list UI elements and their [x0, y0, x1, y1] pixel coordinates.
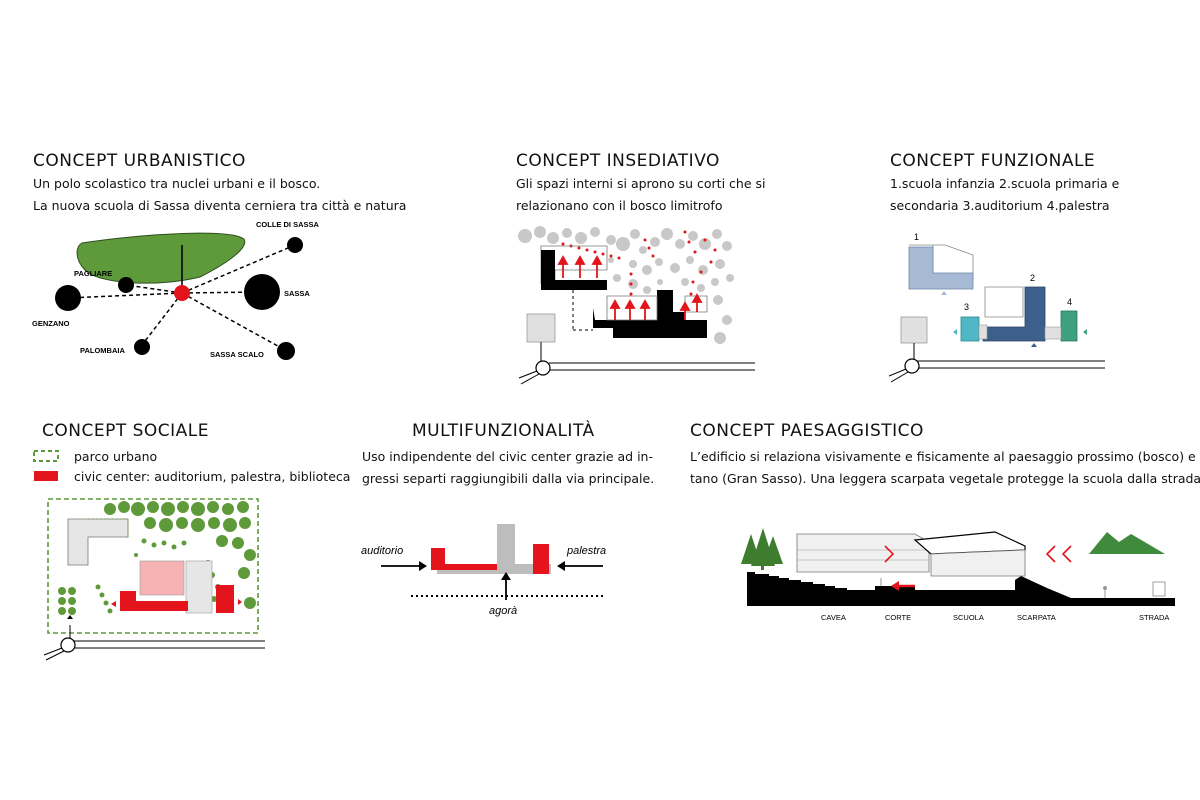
label-palestra: palestra	[566, 545, 606, 557]
parco-urbano-swatch	[33, 450, 59, 462]
car-icon	[1152, 581, 1166, 597]
arrow-left-icon	[557, 561, 565, 571]
red-dots	[561, 230, 717, 296]
genzano-node	[55, 285, 81, 311]
paesaggistico-desc-1: L’edificio si relaziona visivamente e fi…	[690, 449, 1200, 464]
ground-section	[747, 572, 1175, 606]
label-cavea: CAVEA	[821, 613, 846, 622]
paesaggistico-title: CONCEPT PAESAGGISTICO	[690, 421, 924, 441]
forest-trees	[518, 226, 734, 344]
building-north	[541, 250, 607, 290]
label-palombaia: PALOMBAIA	[80, 346, 125, 355]
label-sassa-scalo: SASSA SCALO	[210, 350, 264, 359]
agora-area	[139, 560, 185, 596]
school-node	[174, 285, 190, 301]
arrow-right-icon	[419, 561, 427, 571]
sociale-legend-swatches	[33, 450, 59, 481]
label-genzano: GENZANO	[32, 319, 70, 328]
label-strada: STRADA	[1139, 613, 1169, 622]
number-1: 1	[914, 232, 919, 242]
urbanistico-desc-2: La nuova scuola di Sassa diventa cernier…	[33, 198, 407, 213]
courtyard-arrows	[557, 255, 703, 320]
block-scuola-infanzia	[908, 246, 974, 290]
roundabout-icon	[904, 358, 920, 374]
sassa-node	[244, 274, 280, 310]
arrow-up-icon	[501, 572, 511, 580]
chevron-icon	[884, 545, 895, 563]
paesaggistico-section: CAVEA CORTE SCUOLA SCARPATA STRADA	[741, 528, 1175, 622]
sociale-legend-civic: civic center: auditorium, palestra, bibl…	[74, 469, 351, 484]
label-pagliare: PAGLIARE	[74, 269, 112, 278]
gray-block	[526, 313, 556, 343]
arrow-left-icon	[891, 581, 899, 591]
chevron-left-icon	[1045, 545, 1056, 563]
label-scarpata: SCARPATA	[1017, 613, 1056, 622]
parco-urbano-boundary	[47, 498, 259, 634]
multifunzionalita-title: MULTIFUNZIONALITÀ	[412, 421, 595, 441]
pagliare-node	[118, 277, 134, 293]
label-scuola: SCUOLA	[953, 613, 984, 622]
roundabout-icon	[535, 360, 551, 376]
urbanistico-title: CONCEPT URBANISTICO	[33, 151, 246, 171]
paesaggistico-desc-2: tano (Gran Sasso). Una leggera scarpata …	[690, 471, 1200, 486]
civic-center-auditorium	[120, 591, 188, 611]
forest-shape	[76, 232, 246, 284]
funzionale-title: CONCEPT FUNZIONALE	[890, 151, 1096, 171]
sociale-legend-parco: parco urbano	[74, 449, 158, 464]
insediativo-desc-1: Gli spazi interni si aprono su corti che…	[516, 176, 766, 191]
label-sassa: SASSA	[284, 289, 310, 298]
multifunzionalita-desc-2: gressi separti raggiungibili dalla via p…	[362, 471, 655, 486]
funzionale-desc-1: 1.scuola infanzia 2.scuola primaria e	[890, 176, 1120, 191]
palestra-block	[533, 544, 549, 574]
block-palestra	[1060, 310, 1078, 342]
number-2: 2	[1030, 273, 1035, 283]
funzionale-diagram: 1 2 3 4	[888, 232, 1105, 383]
sassa-scalo-node	[277, 342, 295, 360]
multifunzionalita-desc-1: Uso indipendente del civic center grazie…	[362, 449, 653, 464]
insediativo-desc-2: relazionano con il bosco limitrofo	[516, 198, 723, 213]
palombaia-node	[134, 339, 150, 355]
block-auditorium	[960, 316, 980, 342]
forest-icon	[741, 528, 783, 570]
mountain-icon	[1089, 532, 1165, 554]
civic-center-palestra	[216, 585, 234, 613]
urbanistico-desc-1: Un polo scolastico tra nuclei urbani e i…	[33, 176, 321, 191]
roundabout-icon	[60, 637, 76, 653]
sociale-diagram	[43, 498, 265, 661]
insediativo-diagram	[518, 226, 755, 385]
label-colle-di-sassa: COLLE DI SASSA	[256, 220, 320, 229]
auditorio-block	[431, 548, 497, 570]
funzionale-desc-2: secondaria 3.auditorium 4.palestra	[890, 198, 1110, 213]
number-3: 3	[964, 302, 969, 312]
label-agora: agorà	[489, 605, 517, 617]
multifunzionalita-diagram: auditorio palestra agorà	[361, 524, 606, 617]
chevron-left-icon	[1061, 545, 1072, 563]
civic-center-swatch	[34, 471, 58, 481]
number-4: 4	[1067, 297, 1072, 307]
insediativo-title: CONCEPT INSEDIATIVO	[516, 151, 720, 171]
roof-volume	[913, 531, 1026, 555]
agora-block	[497, 524, 515, 574]
building-upper-volume	[796, 533, 930, 573]
label-auditorio: auditorio	[361, 545, 403, 557]
block-scuola-primaria	[982, 286, 1046, 342]
sociale-title: CONCEPT SOCIALE	[42, 421, 210, 441]
building-south	[593, 290, 707, 338]
colle-di-sassa-node	[287, 237, 303, 253]
label-corte: CORTE	[885, 613, 911, 622]
urbanistico-diagram: COLLE DI SASSA PAGLIARE SASSA GENZANO PA…	[32, 220, 320, 360]
